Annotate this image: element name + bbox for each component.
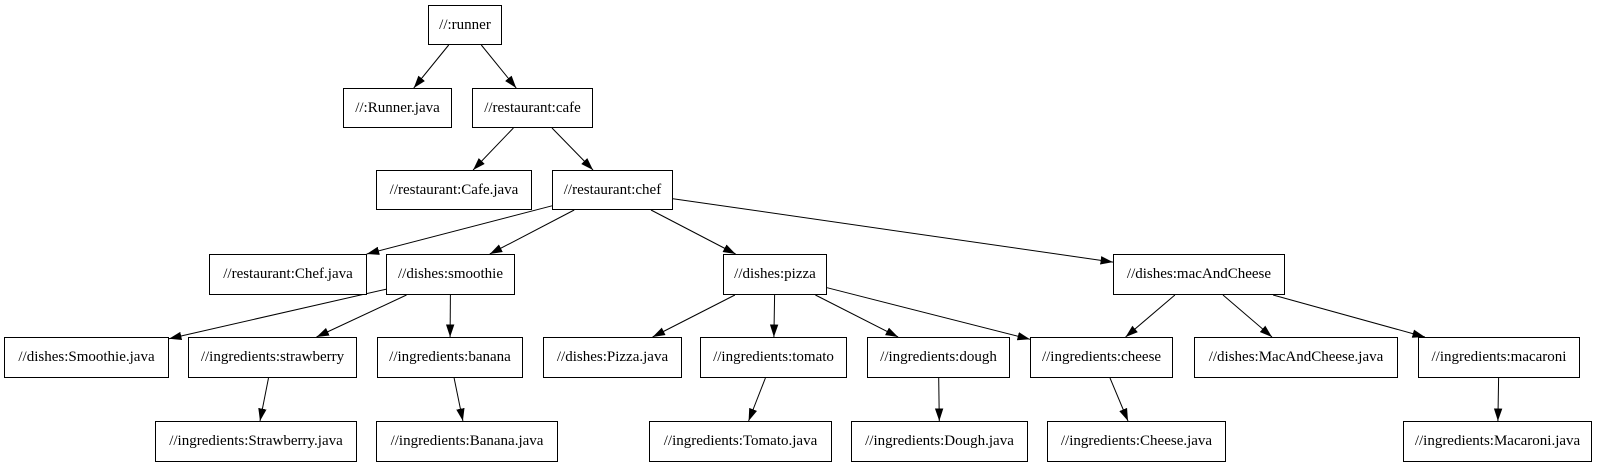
edge-chef-to-pizza bbox=[650, 209, 736, 255]
edge-strawberry-to-strawberry-java bbox=[258, 377, 269, 422]
graph-node-mac-and-cheese-java: //dishes:MacAndCheese.java bbox=[1194, 337, 1398, 378]
edge-chef-to-mac-and-cheese bbox=[672, 198, 1114, 265]
node-label: //dishes:pizza bbox=[734, 266, 816, 282]
node-label: //ingredients:Tomato.java bbox=[663, 433, 818, 449]
graph-node-chef-java: //restaurant:Chef.java bbox=[209, 254, 367, 295]
graph-node-cafe: //restaurant:cafe bbox=[472, 88, 593, 128]
node-label: //restaurant:cafe bbox=[484, 99, 581, 116]
graph-node-mac-and-cheese: //dishes:macAndCheese bbox=[1113, 254, 1285, 295]
edge-dough-to-dough-java bbox=[934, 377, 944, 422]
graph-node-tomato: //ingredients:tomato bbox=[700, 337, 847, 378]
node-label: //ingredients:macaroni bbox=[1431, 349, 1567, 365]
edge-chef-to-smoothie bbox=[489, 209, 575, 255]
node-label: //dishes:Pizza.java bbox=[556, 349, 669, 365]
node-label: //ingredients:Strawberry.java bbox=[169, 433, 343, 449]
node-label: //ingredients:Cheese.java bbox=[1060, 433, 1213, 449]
graph-node-dough: //ingredients:dough bbox=[867, 337, 1010, 378]
edge-cheese-to-cheese-java bbox=[1109, 377, 1129, 422]
node-label: //dishes:smoothie bbox=[398, 266, 503, 282]
edge-pizza-to-dough bbox=[815, 294, 899, 338]
node-label: //:Runner.java bbox=[355, 99, 440, 116]
node-label: //restaurant:Chef.java bbox=[223, 266, 353, 282]
node-label: //restaurant:Cafe.java bbox=[389, 181, 519, 198]
edge-smoothie-to-smoothie-java bbox=[168, 288, 387, 341]
node-label: //ingredients:cheese bbox=[1041, 349, 1162, 365]
graph-node-pizza: //dishes:pizza bbox=[723, 254, 827, 295]
edge-pizza-to-cheese bbox=[826, 287, 1031, 341]
node-label: //ingredients:tomato bbox=[713, 349, 834, 365]
edge-macaroni-to-macaroni-java bbox=[1493, 377, 1503, 422]
graph-node-cheese: //ingredients:cheese bbox=[1030, 337, 1173, 378]
edge-mac-and-cheese-to-cheese bbox=[1125, 294, 1176, 338]
node-label: //ingredients:dough bbox=[880, 349, 997, 365]
edge-pizza-to-pizza-java bbox=[652, 294, 736, 338]
graph-node-smoothie-java: //dishes:Smoothie.java bbox=[4, 337, 169, 378]
edge-chef-to-chef-java bbox=[366, 205, 553, 255]
node-label: //dishes:MacAndCheese.java bbox=[1208, 349, 1384, 365]
edge-cafe-to-cafe-java bbox=[472, 127, 514, 171]
graph-node-cheese-java: //ingredients:Cheese.java bbox=[1047, 421, 1226, 462]
edge-runner-to-cafe bbox=[480, 44, 517, 89]
node-label: //ingredients:Banana.java bbox=[390, 433, 544, 449]
graph-node-banana: //ingredients:banana bbox=[377, 337, 523, 378]
edge-tomato-to-tomato-java bbox=[748, 377, 766, 422]
edge-cafe-to-chef bbox=[551, 127, 594, 171]
node-label: //ingredients:Dough.java bbox=[865, 433, 1014, 449]
graph-node-runner-java: //:Runner.java bbox=[343, 88, 452, 128]
graph-node-banana-java: //ingredients:Banana.java bbox=[376, 421, 558, 462]
graph-node-strawberry: //ingredients:strawberry bbox=[188, 337, 357, 378]
node-label: //ingredients:Macaroni.java bbox=[1414, 433, 1581, 449]
graph-node-strawberry-java: //ingredients:Strawberry.java bbox=[155, 421, 357, 462]
graph-node-runner: //:runner bbox=[428, 5, 502, 45]
node-label: //restaurant:chef bbox=[563, 181, 662, 198]
edge-smoothie-to-strawberry bbox=[316, 294, 407, 338]
edge-pizza-to-tomato bbox=[769, 294, 779, 338]
graph-node-dough-java: //ingredients:Dough.java bbox=[851, 421, 1028, 462]
graph-node-pizza-java: //dishes:Pizza.java bbox=[543, 337, 682, 378]
graph-node-smoothie: //dishes:smoothie bbox=[386, 254, 515, 295]
edge-mac-and-cheese-to-macaroni bbox=[1272, 294, 1426, 338]
graph-node-cafe-java: //restaurant:Cafe.java bbox=[376, 170, 532, 210]
edge-banana-to-banana-java bbox=[453, 377, 465, 422]
node-label: //ingredients:strawberry bbox=[200, 349, 345, 365]
node-label: //dishes:Smoothie.java bbox=[18, 349, 155, 365]
edge-runner-to-runner-java bbox=[413, 44, 450, 89]
graph-node-macaroni-java: //ingredients:Macaroni.java bbox=[1403, 421, 1592, 462]
node-label: //ingredients:banana bbox=[389, 349, 511, 365]
graph-node-macaroni: //ingredients:macaroni bbox=[1418, 337, 1580, 378]
graph-node-chef: //restaurant:chef bbox=[552, 170, 673, 210]
graph-node-tomato-java: //ingredients:Tomato.java bbox=[649, 421, 832, 462]
edge-mac-and-cheese-to-mac-and-cheese-java bbox=[1222, 294, 1273, 338]
node-label: //:runner bbox=[439, 16, 491, 33]
node-label: //dishes:macAndCheese bbox=[1126, 266, 1272, 282]
